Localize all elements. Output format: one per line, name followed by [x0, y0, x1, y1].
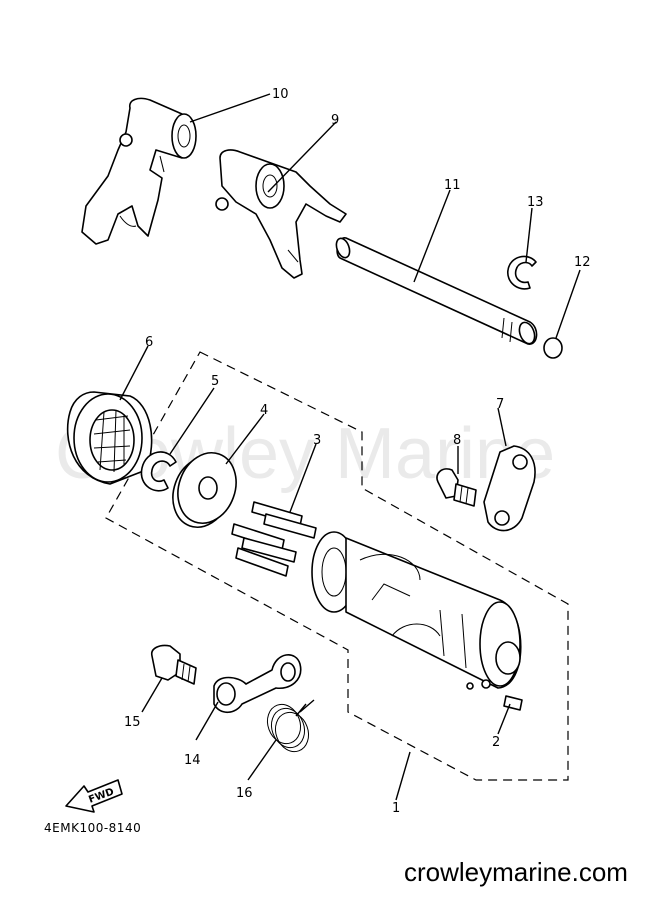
o-ring-12	[543, 337, 563, 359]
bolt-8	[436, 468, 477, 507]
callout-3: 3	[313, 433, 321, 448]
leader-lines	[119, 93, 581, 801]
callout-16: 16	[236, 786, 253, 801]
bolt-15	[150, 644, 197, 685]
callout-12: 12	[574, 255, 591, 270]
plate-7	[483, 445, 536, 532]
callout-2: 2	[492, 735, 500, 750]
diagram-code: 4EMK100-8140	[44, 821, 141, 835]
circlip-13	[507, 255, 537, 290]
shift-fork-10	[81, 97, 197, 245]
shift-shaft-11	[335, 237, 538, 345]
callout-13: 13	[527, 195, 544, 210]
bearing-6	[66, 391, 153, 485]
callout-11: 11	[444, 178, 461, 193]
callout-7: 7	[496, 397, 504, 412]
circlip-5	[140, 451, 177, 492]
callout-5: 5	[211, 374, 219, 389]
shift-lever-14	[213, 654, 302, 714]
callout-9: 9	[331, 113, 339, 128]
callout-4: 4	[260, 403, 268, 418]
callout-8: 8	[453, 433, 461, 448]
callout-15: 15	[124, 715, 141, 730]
washer-4	[172, 452, 237, 528]
callouts: 10 9 11 13 12 6 5 4 3 7 8 2 1 15 14 16	[124, 87, 591, 816]
fwd-arrow-icon: FWD	[65, 779, 123, 813]
callout-6: 6	[145, 335, 153, 350]
site-url[interactable]: crowleymarine.com	[404, 857, 628, 887]
assembly-boundary	[105, 351, 569, 781]
shift-fork-9	[215, 149, 347, 279]
spring-16	[266, 699, 315, 753]
screw-2	[503, 695, 523, 711]
callout-10: 10	[272, 87, 289, 102]
callout-14: 14	[184, 753, 201, 768]
callout-1: 1	[392, 801, 400, 816]
pins-3	[231, 501, 317, 577]
shift-drum-1	[311, 531, 522, 690]
